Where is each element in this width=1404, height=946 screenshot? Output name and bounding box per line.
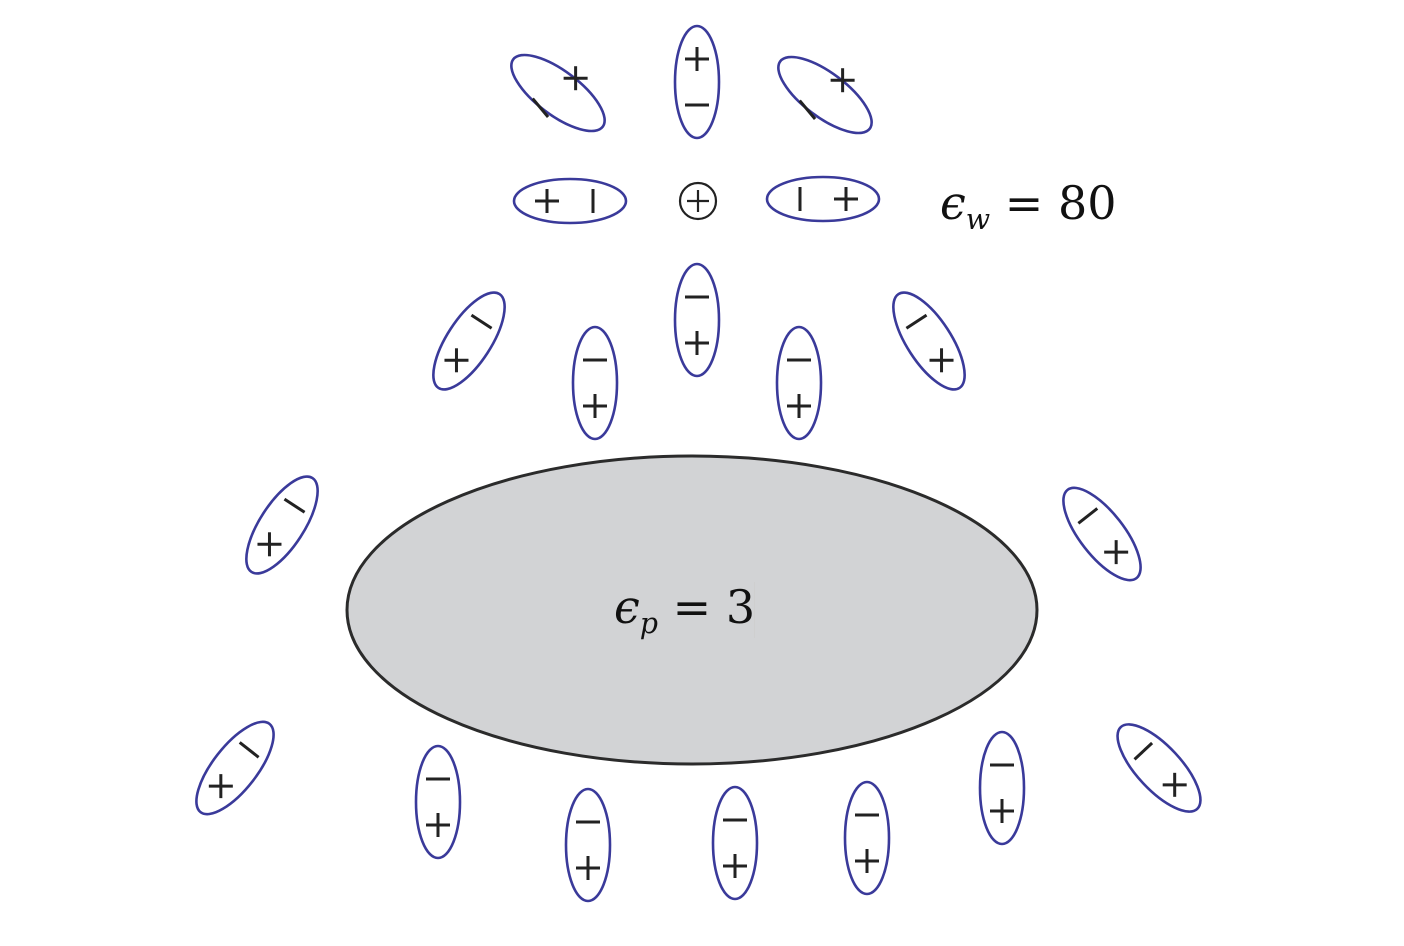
- water-dipole: [512, 177, 628, 225]
- negative-pole-icon: [1133, 741, 1154, 761]
- dipole-outline: [564, 787, 612, 903]
- negative-pole-icon: [283, 497, 306, 514]
- water-dipole: [775, 325, 823, 441]
- dipole-outline: [512, 177, 628, 225]
- water-dipole: [1116, 723, 1202, 813]
- negative-pole-icon: [1077, 507, 1099, 525]
- positive-pole-icon: [834, 187, 858, 211]
- water-dipole: [711, 785, 759, 901]
- positive-pole-icon: [787, 394, 811, 418]
- dipole-outline: [673, 262, 721, 378]
- water-dipole: [1062, 486, 1142, 582]
- negative-pole-icon: [905, 313, 928, 330]
- positive-pole-icon: [1162, 772, 1187, 797]
- water-dipole: [510, 53, 606, 133]
- water-dipole: [765, 175, 881, 223]
- positive-pole-icon: [208, 774, 233, 799]
- protein-permittivity-label: ϵp = 3: [614, 580, 756, 640]
- dipole-outline: [775, 325, 823, 441]
- dipole-outline: [673, 24, 721, 140]
- dipole-outline: [245, 475, 319, 575]
- dipole-outline: [1062, 486, 1142, 582]
- central-ion: [678, 181, 718, 221]
- dipole-outline: [777, 55, 873, 135]
- positive-pole-icon: [583, 394, 607, 418]
- dipole-outline: [432, 291, 506, 391]
- negative-pole-icon: [238, 741, 260, 759]
- water-dipole: [432, 291, 506, 391]
- water-dipole: [673, 262, 721, 378]
- dipole-outline: [510, 53, 606, 133]
- water-permittivity-label: ϵw = 80: [940, 176, 1117, 236]
- water-dipole: [777, 55, 873, 135]
- text-cursor: [754, 582, 755, 638]
- positive-pole-icon: [685, 47, 709, 71]
- dipole-outline: [892, 291, 966, 391]
- positive-pole-icon: [535, 189, 559, 213]
- water-dipoles: [195, 24, 1202, 903]
- positive-pole-icon: [1104, 540, 1129, 565]
- dipole-outline: [571, 325, 619, 441]
- positive-pole-icon: [723, 854, 747, 878]
- water-dipole: [673, 24, 721, 140]
- water-dipole: [414, 744, 462, 860]
- positive-pole-icon: [444, 348, 469, 373]
- positive-pole-icon: [685, 331, 709, 355]
- positive-pole-icon: [257, 532, 282, 557]
- water-dipole: [564, 787, 612, 903]
- water-dipole: [843, 780, 891, 896]
- dipole-outline: [843, 780, 891, 896]
- positive-pole-icon: [929, 348, 954, 373]
- protein-region: [345, 454, 1039, 766]
- positive-pole-icon: [830, 68, 855, 93]
- dipole-outline: [195, 720, 275, 816]
- negative-pole-icon: [798, 99, 817, 120]
- dipole-outline: [1116, 723, 1202, 813]
- water-dipole: [978, 730, 1026, 846]
- water-dipole: [245, 475, 319, 575]
- dipole-outline: [978, 730, 1026, 846]
- dipole-outline: [765, 175, 881, 223]
- positive-pole-icon: [576, 856, 600, 880]
- positive-pole-icon: [855, 849, 879, 873]
- water-dipole: [892, 291, 966, 391]
- water-dipole: [571, 325, 619, 441]
- positive-pole-icon: [426, 813, 450, 837]
- water-dipole: [195, 720, 275, 816]
- negative-pole-icon: [470, 313, 493, 330]
- positive-pole-icon: [990, 799, 1014, 823]
- dipole-outline: [711, 785, 759, 901]
- positive-pole-icon: [563, 66, 588, 91]
- negative-pole-icon: [531, 97, 550, 118]
- dipole-outline: [414, 744, 462, 860]
